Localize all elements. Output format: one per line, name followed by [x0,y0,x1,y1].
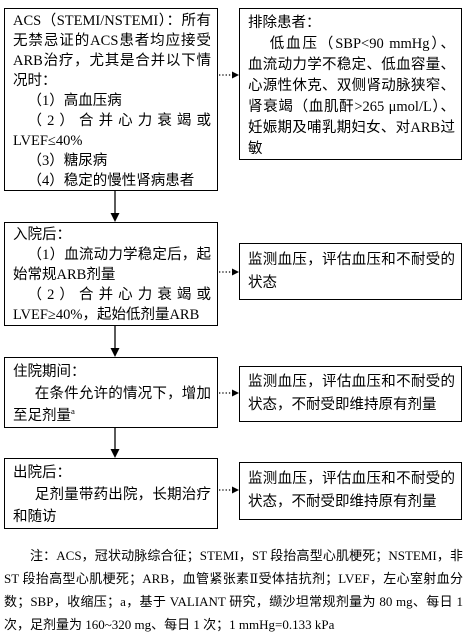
footnote-marker: a [71,406,75,417]
after-discharge-box: 出院后： 足剂量带药出院，长期治疗和随访 [4,458,218,529]
dotted-arrow-to-exclusion [219,71,239,79]
arrow-head [110,213,120,222]
exclusion-body: 低血压（SBP<90 mmHg）、血流动力学不稳定、低血容量、心源性休克、双侧肾… [248,36,455,157]
exclusion-criteria-box: 排除患者： 低血压（SBP<90 mmHg）、血流动力学不稳定、低血容量、心源性… [239,8,462,160]
dotted-arrow-to-hospitalization-monitoring [219,389,239,397]
indication-item: （4）稳定的慢性肾病患者 [27,173,195,189]
arrow-down-to-discharge [110,428,120,458]
footnote: 注：ACS，冠状动脉综合征；STEMI，ST 段抬高型心肌梗死；NSTEMI，非… [4,548,463,632]
dotted-arrow-to-discharge-monitoring [219,486,239,494]
indication-item: （2）合并心力衰竭或LVEF≤40% [13,113,211,149]
hospitalization-heading: 住院期间： [13,364,86,380]
hospitalization-body: 在条件允许的情况下，增加至足剂量a [13,383,211,427]
exclusion-heading: 排除患者： [248,15,321,31]
acs-indication-box: ACS（STEMI/NSTEMI）：所有无禁忌证的ACS患者均应接受ARB治疗，… [4,8,218,191]
after-discharge-body: 足剂量带药出院，长期治疗和随访 [13,487,211,525]
arrow-head [110,348,120,357]
arrow-head [110,449,120,458]
hospitalization-monitoring-box: 监测血压，评估血压和不耐受的状态，不耐受即维持原有剂量 [239,366,462,422]
indication-item: （3）糖尿病 [27,153,108,169]
dotted-arrow-to-admission-monitoring [219,268,239,276]
acs-indication-intro: ACS（STEMI/NSTEMI）：所有无禁忌证的ACS患者均应接受ARB治疗，… [13,13,211,89]
arrow-head [232,71,239,79]
hospitalization-box: 住院期间： 在条件允许的情况下，增加至足剂量a [4,357,218,428]
arrow-head [232,486,239,494]
after-admission-heading: 入院后： [13,227,71,243]
after-admission-monitoring-box: 监测血压，评估血压和不耐受的状态 [239,243,462,300]
monitoring-text: 监测血压，评估血压和不耐受的状态 [248,252,455,291]
monitoring-text: 监测血压，评估血压和不耐受的状态，不耐受即维持原有剂量 [248,374,455,413]
arrow-head [232,389,239,397]
hospitalization-body-text: 在条件允许的情况下，增加至足剂量 [13,386,211,424]
monitoring-text: 监测血压，评估血压和不耐受的状态，不耐受即维持原有剂量 [248,471,455,510]
after-admission-item: （1）血流动力学稳定后，起始常规ARB剂量 [13,247,211,283]
arrow-head [232,268,239,276]
after-admission-item: （2）合并心力衰竭或LVEF≥40%，起始低剂量ARB [13,287,211,323]
after-discharge-heading: 出院后： [13,465,71,481]
arrow-down-to-hospitalization [110,326,120,357]
after-admission-box: 入院后： （1）血流动力学稳定后，起始常规ARB剂量 （2）合并心力衰竭或LVE… [4,222,218,326]
after-discharge-monitoring-box: 监测血压，评估血压和不耐受的状态，不耐受即维持原有剂量 [239,462,462,520]
indication-item: （1）高血压病 [27,93,122,109]
arrow-down-to-admission [110,191,120,222]
